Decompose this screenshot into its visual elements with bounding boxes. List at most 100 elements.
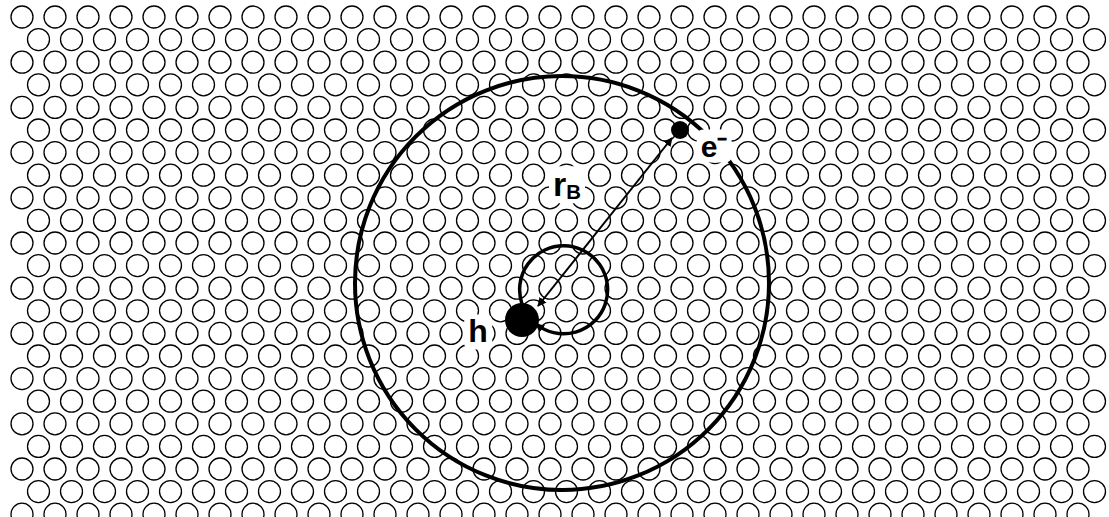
atom-circle	[1001, 232, 1023, 254]
atom-circle	[704, 187, 726, 209]
atom-circle	[1018, 481, 1040, 503]
atom-circle	[869, 142, 891, 164]
atom-circle	[94, 164, 116, 186]
atom-circle	[1051, 255, 1073, 277]
atom-circle	[853, 74, 875, 96]
atom-circle	[836, 413, 858, 435]
atom-circle	[770, 368, 792, 390]
atom-circle	[61, 255, 83, 277]
radius-arrow	[538, 138, 672, 306]
atom-circle	[902, 458, 924, 480]
atom-circle	[77, 322, 99, 344]
atom-circle	[721, 209, 743, 231]
atom-circle	[721, 255, 743, 277]
atom-circle	[1084, 209, 1106, 231]
atom-circle	[1067, 503, 1089, 517]
atom-circle	[440, 368, 462, 390]
atom-circle	[622, 29, 644, 51]
atom-circle	[572, 413, 594, 435]
atom-circle	[754, 390, 776, 412]
atom-circle	[77, 96, 99, 118]
atom-circle	[506, 96, 528, 118]
atom-circle	[622, 435, 644, 457]
atom-circle	[242, 458, 264, 480]
atom-circle	[424, 74, 446, 96]
atom-circle	[424, 390, 446, 412]
atom-circle	[325, 119, 347, 141]
atom-circle	[506, 187, 528, 209]
atom-circle	[1084, 255, 1106, 277]
atom-circle	[803, 142, 825, 164]
atom-circle	[985, 481, 1007, 503]
atom-circle	[688, 29, 710, 51]
atom-circle	[110, 187, 132, 209]
atom-circle	[407, 232, 429, 254]
atom-circle	[407, 187, 429, 209]
atom-circle	[803, 6, 825, 28]
atom-circle	[193, 29, 215, 51]
atom-circle	[820, 255, 842, 277]
atom-circle	[1001, 142, 1023, 164]
atom-circle	[374, 6, 396, 28]
atom-circle	[259, 209, 281, 231]
atom-circle	[1034, 51, 1056, 73]
atom-circle	[490, 209, 512, 231]
atom-circle	[787, 164, 809, 186]
atom-circle	[341, 277, 363, 299]
atom-circle	[572, 458, 594, 480]
atom-circle	[94, 435, 116, 457]
atom-circle	[490, 119, 512, 141]
atom-circle	[1084, 29, 1106, 51]
atom-circle	[407, 96, 429, 118]
atom-circle	[638, 277, 660, 299]
atom-circle	[886, 255, 908, 277]
atom-circle	[193, 345, 215, 367]
atom-circle	[391, 164, 413, 186]
atom-circle	[209, 96, 231, 118]
atom-circle	[803, 51, 825, 73]
atom-circle	[1018, 164, 1040, 186]
atom-circle	[341, 458, 363, 480]
atom-circle	[1018, 345, 1040, 367]
atom-circle	[1034, 458, 1056, 480]
atom-circle	[44, 6, 66, 28]
atom-circle	[457, 209, 479, 231]
atom-circle	[704, 232, 726, 254]
atom-circle	[358, 390, 380, 412]
atom-circle	[275, 503, 297, 517]
atom-circle	[820, 345, 842, 367]
atom-circle	[259, 164, 281, 186]
atom-circle	[226, 29, 248, 51]
atom-circle	[11, 6, 33, 28]
atom-circle	[341, 413, 363, 435]
atom-circle	[737, 96, 759, 118]
atom-circle	[127, 255, 149, 277]
atom-circle	[143, 368, 165, 390]
atom-circle	[935, 6, 957, 28]
atom-circle	[638, 232, 660, 254]
atom-circle	[968, 142, 990, 164]
atom-circle	[803, 458, 825, 480]
atom-circle	[440, 51, 462, 73]
atom-circle	[638, 142, 660, 164]
atom-circle	[242, 96, 264, 118]
atom-circle	[308, 187, 330, 209]
atom-circle	[374, 232, 396, 254]
atom-circle	[292, 119, 314, 141]
atom-circle	[1034, 503, 1056, 517]
atom-circle	[61, 435, 83, 457]
atom-circle	[341, 142, 363, 164]
atom-circle	[638, 413, 660, 435]
atom-circle	[11, 187, 33, 209]
atom-circle	[622, 119, 644, 141]
atom-circle	[1001, 413, 1023, 435]
atom-circle	[985, 345, 1007, 367]
atom-circle	[143, 232, 165, 254]
atom-circle	[1067, 96, 1089, 118]
atom-circle	[671, 6, 693, 28]
atom-circle	[836, 51, 858, 73]
atom-circle	[77, 368, 99, 390]
atom-circle	[292, 435, 314, 457]
atom-circle	[523, 435, 545, 457]
atom-circle	[341, 503, 363, 517]
